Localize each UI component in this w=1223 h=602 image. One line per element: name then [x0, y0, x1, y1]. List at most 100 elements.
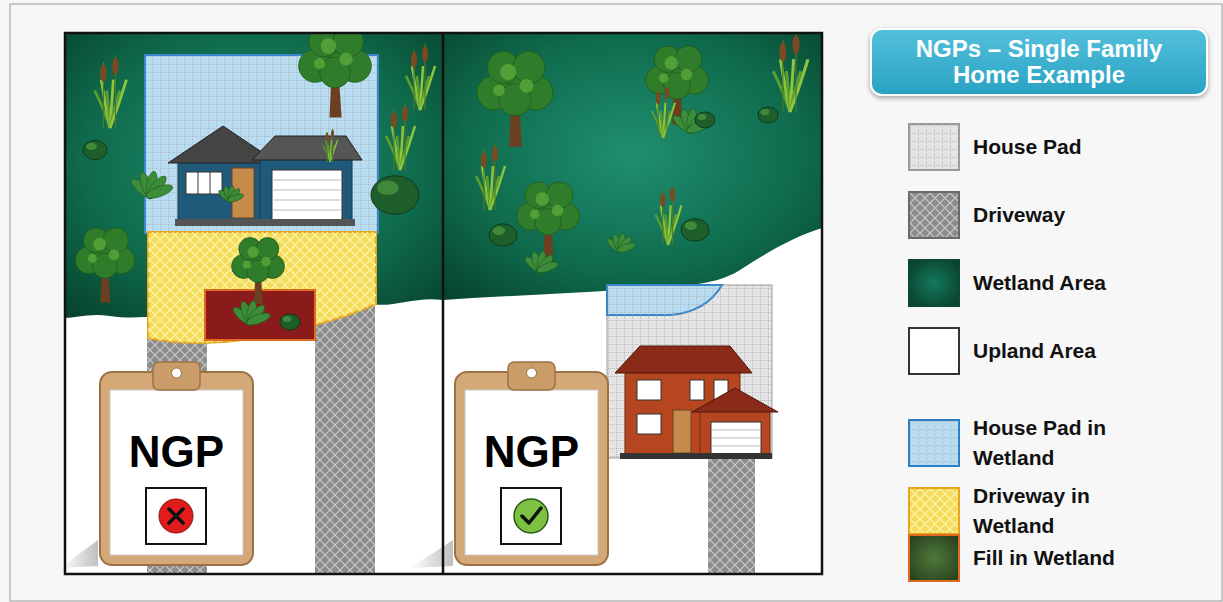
upland-ground [65, 33, 822, 574]
title-box: NGPs – Single Family Home Example [870, 28, 1208, 96]
cattail [386, 104, 415, 170]
node-label: NGP [465, 430, 598, 474]
driveway-in-wetland-texture [148, 232, 376, 343]
leafy-plant [231, 300, 272, 328]
right-panel [443, 33, 822, 574]
clipboard: NGP [98, 360, 255, 567]
legend-swatch [908, 123, 960, 171]
door [673, 410, 691, 453]
cattail [652, 85, 675, 138]
cattail [95, 55, 127, 128]
tree [477, 51, 553, 146]
tree [646, 46, 709, 125]
swatch-texture [910, 125, 958, 169]
driveway-in-wetland [148, 232, 376, 343]
house-roof [615, 346, 752, 373]
legend-swatch [908, 487, 960, 535]
garage-wall [700, 410, 770, 455]
leafy-plant [605, 233, 637, 255]
shrub [83, 140, 107, 159]
window-bars [198, 172, 210, 194]
clipboard-shadow [410, 540, 453, 568]
frame [10, 4, 1222, 601]
window [186, 172, 222, 194]
tree [232, 238, 285, 304]
cattail [323, 129, 338, 162]
shrub [758, 107, 778, 123]
node-label: NGP [110, 430, 243, 474]
legend-swatch [908, 191, 960, 239]
house-pad-grid [607, 285, 772, 458]
rejected-mark [159, 499, 193, 533]
legend-entry: Upland Area [908, 327, 1148, 375]
window [690, 380, 704, 400]
driveway-texture [708, 455, 755, 574]
house-base [175, 219, 355, 226]
house-base [620, 453, 772, 459]
garage-door-lines [272, 180, 342, 210]
shrub [695, 112, 715, 128]
legend-label: House Pad [973, 132, 1148, 162]
swatch-texture [910, 489, 958, 533]
shrub [280, 314, 300, 330]
house-pad-grid [607, 285, 722, 315]
approved-mark [514, 499, 548, 533]
left-panel [65, 33, 443, 574]
house-pad [607, 285, 772, 458]
legend-label: Fill in Wetland [973, 543, 1148, 573]
legend-swatch [908, 419, 960, 467]
house-pad-grid [145, 55, 378, 233]
garage-door [711, 422, 761, 455]
cattail [476, 144, 505, 210]
garage-roof [692, 388, 778, 412]
legend-entry: House Pad [908, 123, 1148, 171]
leafy-plant [217, 185, 245, 204]
garage-door-lines [711, 430, 761, 446]
panel-border [65, 33, 822, 574]
house-pad-in-wetland [607, 285, 722, 315]
cattail [655, 186, 681, 245]
legend-entry: House Pad in Wetland [908, 413, 1148, 474]
swatch-texture [910, 193, 958, 237]
panel-divider [442, 33, 445, 574]
swatch-texture [910, 536, 958, 580]
legend-entry: Wetland Area [908, 259, 1148, 307]
window [637, 380, 661, 400]
swatch-texture [910, 421, 958, 465]
tree [75, 228, 134, 303]
legend-label: Driveway in Wetland [973, 481, 1148, 542]
tree [299, 33, 372, 118]
legend-swatch [908, 534, 960, 582]
legend-label: Driveway [973, 200, 1148, 230]
garage-wall [260, 158, 352, 220]
leafy-plant [523, 250, 560, 275]
legend-swatch [908, 327, 960, 375]
swatch-texture [910, 261, 958, 305]
legend-entry: Fill in Wetland [908, 534, 1148, 582]
wetland-area [65, 33, 443, 318]
legend-label: Upland Area [973, 336, 1148, 366]
driveway [315, 300, 375, 574]
leafy-plant [128, 170, 174, 201]
garage-door [272, 170, 342, 220]
driveway-texture [315, 300, 375, 574]
legend-label: House Pad in Wetland [973, 413, 1148, 474]
window [637, 414, 661, 434]
clipboard: NGP [453, 360, 610, 567]
cattail [406, 44, 435, 110]
shrub [371, 176, 419, 214]
house-wall [178, 160, 268, 220]
shrub [681, 219, 709, 241]
wetland-area [443, 33, 822, 300]
tree [517, 182, 580, 261]
title: NGPs – Single Family Home Example [889, 36, 1189, 89]
legend-label: Wetland Area [973, 268, 1148, 298]
shrub [489, 224, 517, 246]
driveway [708, 455, 755, 574]
cattail [773, 33, 808, 112]
house-pad-in-wetland [145, 55, 378, 233]
legend-entry: Driveway in Wetland [908, 481, 1148, 542]
legend-entry: Driveway [908, 191, 1148, 239]
legend-swatch [908, 259, 960, 307]
